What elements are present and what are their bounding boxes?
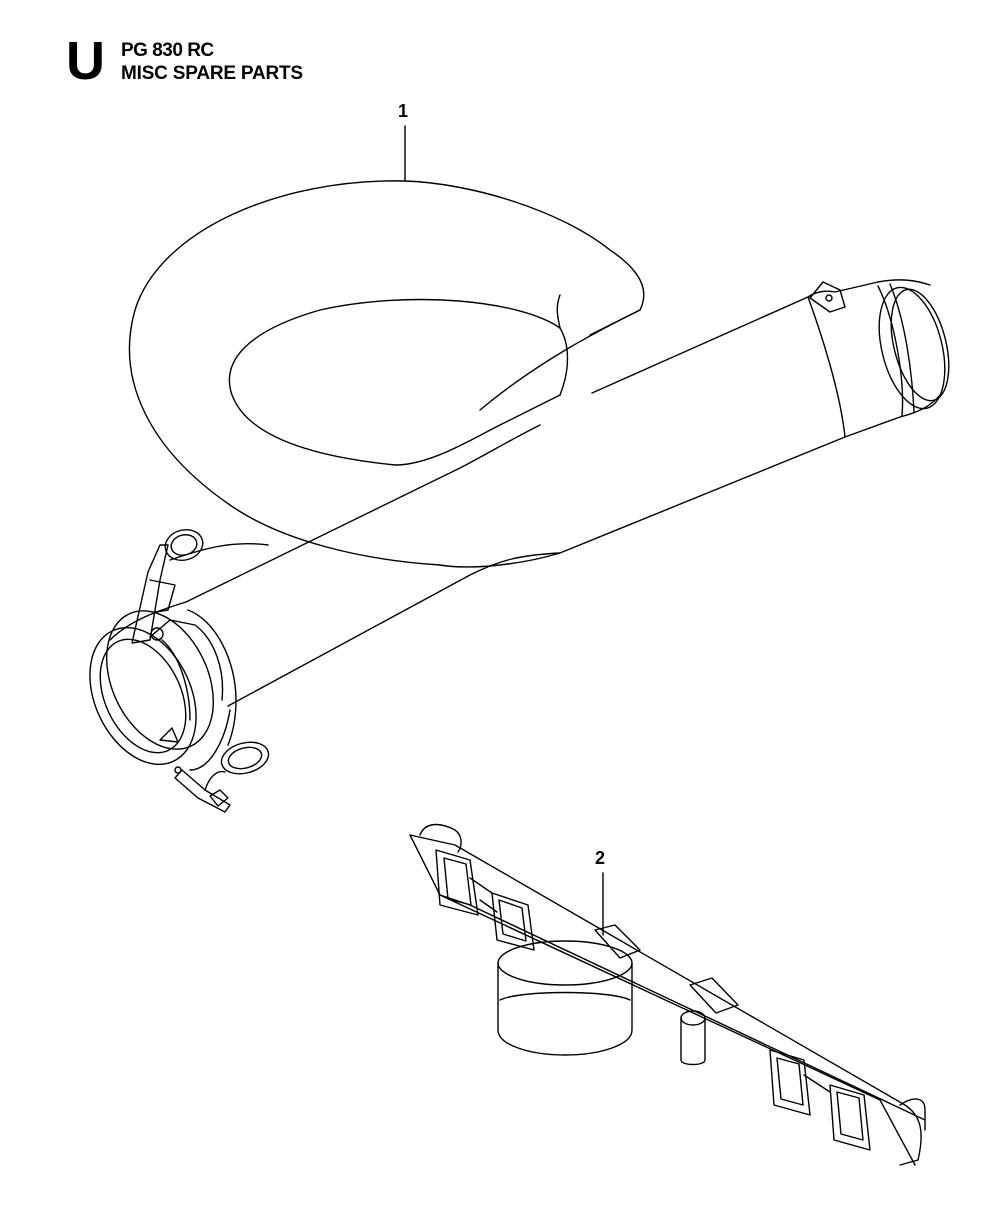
section-letter: U xyxy=(66,31,105,91)
callout-number-2[interactable]: 2 xyxy=(595,848,606,868)
hose-part-1[interactable] xyxy=(69,181,959,812)
strap-part-2[interactable] xyxy=(410,825,925,1165)
model-name: PG 830 RC xyxy=(121,40,214,61)
page-title: MISC SPARE PARTS xyxy=(121,63,303,84)
callout-number-1[interactable]: 1 xyxy=(398,101,409,121)
